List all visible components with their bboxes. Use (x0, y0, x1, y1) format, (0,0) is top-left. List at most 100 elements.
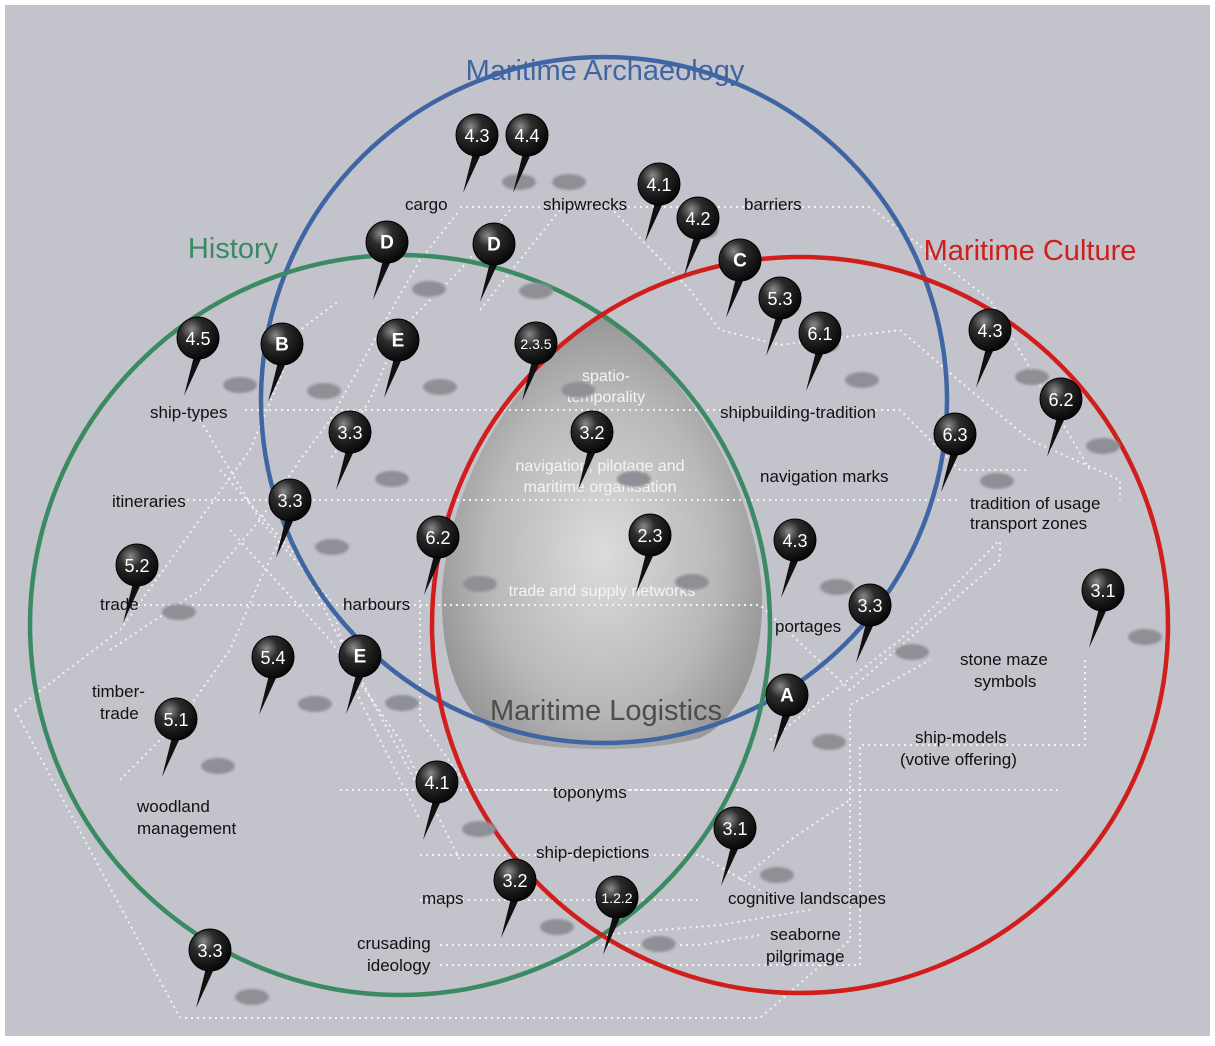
label-barriers: barriers (744, 195, 802, 214)
pin-label: 6.2 (1048, 390, 1073, 410)
label-woodland: woodland (136, 797, 210, 816)
pin-2-3-5: 2.3.5 (514, 321, 595, 401)
label-seaborne: seaborne (770, 925, 841, 944)
pin-head (595, 875, 639, 919)
pin-head (115, 543, 159, 587)
pin-needle (603, 915, 621, 955)
pin-needle (773, 713, 791, 753)
pin-label: 5.3 (767, 289, 792, 309)
pin-needle (373, 260, 391, 300)
label-cargo: cargo (405, 195, 448, 214)
label-spatio: spatio- (582, 368, 630, 385)
pin-head (472, 222, 516, 266)
pin-head (260, 322, 304, 366)
pin-head (455, 113, 499, 157)
pin-6-2-center: 6.2 (416, 515, 497, 595)
pin-head (514, 321, 558, 365)
label-timber-trade: trade (100, 704, 139, 723)
pin-needle (1047, 417, 1065, 457)
pin-6-1: 6.1 (798, 311, 879, 391)
pin-3-3-a: 3.3 (328, 410, 409, 490)
pin-label: C (733, 251, 747, 272)
pin-label: 3.1 (1090, 581, 1115, 601)
pin-needle (806, 351, 824, 391)
pin-head (798, 311, 842, 355)
title-maritime-culture: Maritime Culture (924, 235, 1137, 267)
pin-shadow (812, 734, 846, 750)
label-itineraries: itineraries (112, 492, 186, 511)
pin-label: 3.3 (197, 941, 222, 961)
pin-head (493, 858, 537, 902)
pin-label: 4.1 (646, 175, 671, 195)
pin-head (176, 316, 220, 360)
topic-labels: cargo shipwrecks barriers ship-types shi… (92, 195, 1100, 975)
pin-needle (781, 558, 799, 598)
label-ship-types: ship-types (150, 403, 227, 422)
pin-3-2-center: 3.2 (570, 410, 651, 490)
pin-shadow (462, 821, 496, 837)
label-harbours: harbours (343, 595, 410, 614)
label-crusading: crusading (357, 934, 431, 953)
pin-needle (636, 553, 654, 593)
pin-label: 2.3.5 (520, 336, 551, 352)
label-toponyms: toponyms (553, 783, 627, 802)
pin-label: D (380, 233, 394, 254)
pin-shadow (235, 989, 269, 1005)
pin-shadow (845, 372, 879, 388)
label-shipwrecks: shipwrecks (543, 195, 627, 214)
pin-label: 1.2.2 (601, 890, 632, 906)
pin-head (765, 673, 809, 717)
label-ideology: ideology (367, 956, 431, 975)
pin-head (718, 238, 762, 282)
label-stone-maze: stone maze (960, 650, 1048, 669)
pin-needle (726, 278, 744, 318)
pin-head (713, 806, 757, 850)
pin-shadow (760, 867, 794, 883)
label-cognitive-landscapes: cognitive landscapes (728, 889, 886, 908)
pin-shadow (1086, 438, 1120, 454)
pin-b: B (260, 322, 341, 402)
maritime-archaeology-circle (258, 54, 950, 746)
pin-needle (766, 316, 784, 356)
pin-needle (480, 262, 498, 302)
pin-needle (346, 674, 364, 714)
pin-shadow (385, 695, 419, 711)
pin-head (415, 760, 459, 804)
pin-shadow (675, 574, 709, 590)
pin-label: 5.2 (124, 556, 149, 576)
pin-label: 6.3 (942, 425, 967, 445)
pin-head (416, 515, 460, 559)
pin-4-3-right: 4.3 (968, 308, 1049, 388)
pin-label: 4.3 (464, 126, 489, 146)
pin-label: 4.4 (514, 126, 539, 146)
label-ship-depictions: ship-depictions (536, 843, 649, 862)
pin-3-2-bottom: 3.2 (493, 858, 574, 938)
pin-head (365, 220, 409, 264)
pin-shadow (463, 576, 497, 592)
label-symbols: symbols (974, 672, 1036, 691)
pin-needle (276, 518, 294, 558)
label-navigation-marks: navigation marks (760, 467, 889, 486)
pin-d-right: D (472, 222, 553, 302)
pin-3-1-bottom: 3.1 (713, 806, 794, 886)
pin-head (188, 928, 232, 972)
label-ship-models: ship-models (915, 728, 1007, 747)
pin-shadow (201, 758, 235, 774)
label-trade-supply-networks: trade and supply networks (509, 583, 696, 600)
pin-needle (463, 153, 481, 193)
pin-5-2: 5.2 (115, 543, 196, 623)
pin-4-1-bottom: 4.1 (415, 760, 496, 840)
label-transport-zones: transport zones (970, 514, 1087, 533)
pin-shadow (980, 473, 1014, 489)
label-tradition-of-usage: tradition of usage (970, 494, 1100, 513)
pin-label: E (392, 331, 405, 352)
pin-head (1039, 377, 1083, 421)
pin-shadow (162, 604, 196, 620)
label-votive-offering: (votive offering) (900, 750, 1017, 769)
pin-label: 4.1 (424, 773, 449, 793)
pin-d-left: D (365, 220, 446, 300)
pin-1-2-2: 1.2.2 (595, 875, 676, 955)
